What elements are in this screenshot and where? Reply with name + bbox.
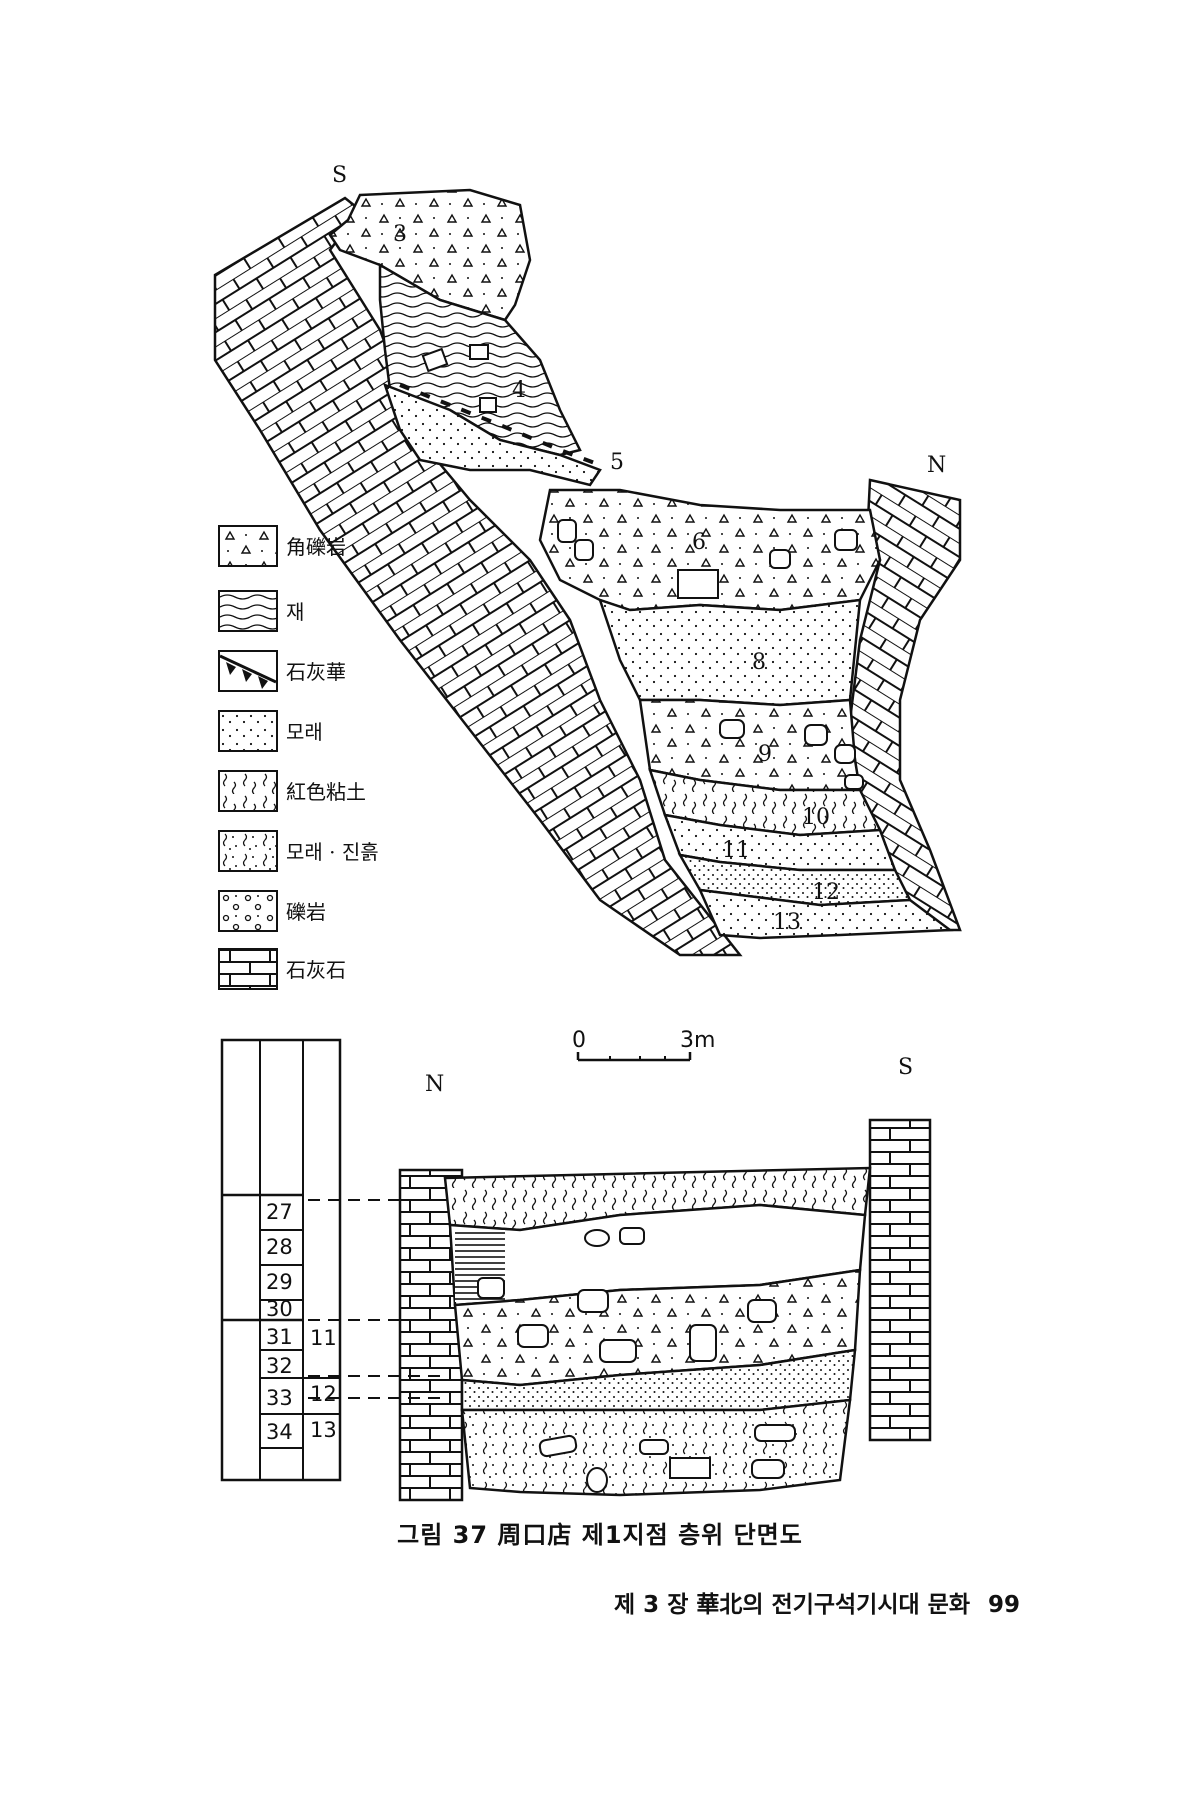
upper-limestone-left (213, 196, 743, 957)
layer-label-5: 5 (610, 450, 624, 475)
legend-item-ash: 재 (218, 590, 518, 634)
column-cell: 28 (266, 1235, 293, 1259)
lower-south-label: S (898, 1055, 914, 1080)
layer-label-8: 8 (752, 650, 766, 675)
layer-label-9: 9 (758, 742, 772, 767)
legend-label: 紅色粘土 (286, 780, 366, 804)
column-cell: 33 (266, 1386, 293, 1410)
layer-label-3: 3 (393, 222, 407, 247)
legend-item-sand-clay: 모래 · 진흙 (218, 830, 518, 874)
limestone-swatch (218, 948, 278, 990)
upper-north-label: N (927, 453, 947, 478)
column-table-rows (260, 1229, 340, 1449)
upper-section (213, 188, 962, 957)
running-head: 제 3 장 華北의 전기구석기시대 문화 99 (614, 1585, 1020, 1619)
column-cell: 27 (266, 1200, 293, 1224)
column-cell: 32 (266, 1354, 293, 1378)
scale-bar-end: 3m (680, 1028, 716, 1053)
sand-clay-swatch (218, 830, 278, 872)
travertine-swatch (218, 650, 278, 692)
ash-swatch (218, 590, 278, 632)
layer-label-12: 12 (812, 880, 840, 905)
column-cell: 29 (266, 1270, 293, 1294)
scale-bar (576, 1052, 692, 1062)
legend-item-limestone: 石灰石 (218, 948, 518, 992)
layer-label-6: 6 (692, 530, 706, 555)
column-table (220, 1038, 342, 1482)
legend-label: 재 (286, 600, 305, 624)
column-cell: 34 (266, 1420, 293, 1444)
conglomerate-swatch (218, 890, 278, 932)
legend-item-conglomerate: 礫岩 (218, 890, 518, 934)
figure-caption: 그림 37 周口店 제1지점 층위 단면도 (397, 1521, 803, 1549)
correlation-lines (308, 1199, 440, 1399)
lower-limestone-right (868, 1118, 932, 1442)
legend-label: 石灰華 (286, 660, 346, 684)
upper-layer-13 (697, 888, 954, 940)
upper-layer-8 (598, 598, 862, 707)
upper-south-label: S (332, 163, 348, 188)
legend-item-red-clay: 紅色粘土 (218, 770, 518, 814)
red-clay-swatch (218, 770, 278, 812)
lower-north-label: N (425, 1072, 445, 1097)
page-number: 99 (987, 1592, 1020, 1618)
lower-section (308, 1118, 932, 1502)
lower-clasts (477, 1227, 796, 1493)
layer-label-4: 4 (512, 378, 526, 403)
legend-item-travertine: 石灰華 (218, 650, 518, 694)
legend-item-sand: 모래 (218, 710, 518, 754)
column-cell: 13 (310, 1418, 337, 1442)
legend-label: 石灰石 (286, 958, 346, 982)
legend-label: 모래 (286, 720, 323, 744)
legend-label: 모래 · 진흙 (286, 840, 379, 864)
sand-swatch (218, 710, 278, 752)
column-cell: 12 (310, 1382, 337, 1406)
legend-label: 礫岩 (286, 900, 326, 924)
column-cell: 31 (266, 1325, 293, 1349)
scale-bar-start: 0 (572, 1028, 586, 1053)
layer-label-13: 13 (773, 910, 801, 935)
legend-item-breccia: 角礫岩 (218, 525, 518, 569)
column-cell: 11 (310, 1326, 337, 1350)
running-head-text: 제 3 장 華北의 전기구석기시대 문화 (614, 1592, 970, 1618)
layer-label-10: 10 (802, 805, 830, 830)
upper-clasts (421, 344, 864, 790)
upper-layer-5 (382, 382, 602, 487)
column-cell: 30 (266, 1297, 293, 1321)
layer-label-11: 11 (722, 838, 750, 863)
legend-label: 角礫岩 (286, 535, 346, 559)
breccia-swatch (218, 525, 278, 567)
